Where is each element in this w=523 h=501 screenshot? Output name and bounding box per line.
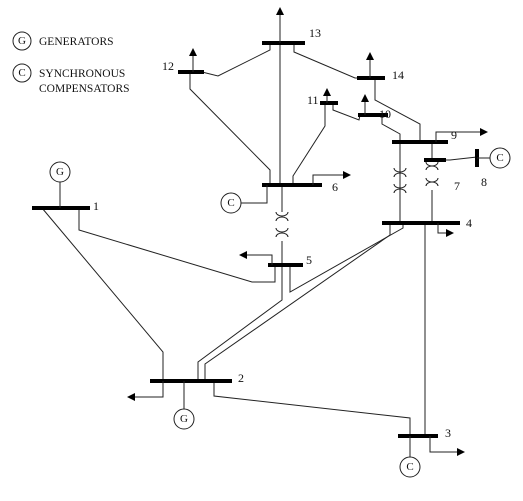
bus-label-6: 6 (332, 180, 338, 194)
line-6-12 (189, 72, 271, 185)
bus-labels: 1 2 3 4 5 6 7 8 9 10 11 12 13 14 (93, 26, 487, 440)
transformer-5-6 (275, 185, 289, 265)
load-arrow-4 (437, 223, 454, 237)
legend-generator-label: GENERATORS (39, 36, 114, 48)
transformers (275, 142, 439, 265)
bus-label-11: 11 (307, 93, 319, 107)
load-arrow-6 (312, 171, 351, 185)
line-13-14 (293, 43, 357, 79)
generator-bus-1 (49, 161, 71, 183)
bus-label-10: 10 (379, 107, 391, 121)
line-14-9 (374, 78, 421, 142)
bus-label-3: 3 (445, 426, 451, 440)
line-2-3 (213, 381, 411, 436)
bus-label-14: 14 (392, 68, 404, 82)
line-6-11 (292, 103, 326, 185)
generator-bus-2 (173, 408, 195, 430)
load-arrow-2 (127, 381, 164, 401)
transformer-4-7-9 (425, 142, 439, 223)
bus-label-12: 12 (162, 59, 174, 73)
legend-compensator-label-line2: COMPENSATORS (39, 83, 130, 95)
machines: G G C C C (49, 147, 511, 478)
line-10-9 (381, 115, 401, 142)
bus-bars (32, 41, 479, 438)
compensator-bus-3 (399, 456, 421, 478)
bus-label-8: 8 (481, 175, 487, 189)
legend-compensator-letter: C (18, 67, 25, 79)
line-11-10 (332, 103, 361, 121)
load-arrow-5 (239, 251, 273, 265)
legend-generator-symbol (12, 31, 32, 51)
load-arrow-9 (435, 128, 488, 142)
line-2-4 (204, 223, 391, 381)
load-arrow-3 (429, 436, 465, 456)
bus-label-5: 5 (306, 253, 312, 267)
generator-bus-1-letter: G (56, 166, 64, 178)
bus-label-4: 4 (466, 216, 472, 230)
generator-bus-2-letter: G (180, 413, 188, 425)
bus-label-9: 9 (451, 128, 457, 142)
compensator-bus-6 (220, 192, 242, 214)
legend: G GENERATORS C SYNCHRONOUS COMPENSATORS (12, 31, 130, 95)
line-12-13 (201, 43, 271, 77)
compensator-bus-8 (489, 147, 511, 169)
legend-generator-letter: G (18, 35, 26, 47)
transformer-4-9 (393, 167, 407, 194)
line-2-5 (197, 265, 283, 381)
bus-label-1: 1 (93, 199, 99, 213)
compensator-bus-3-letter: C (406, 461, 413, 473)
bus-label-2: 2 (238, 371, 244, 385)
line-1-2 (41, 207, 164, 381)
compensator-bus-6-letter: C (227, 197, 234, 209)
legend-compensator-label-line1: SYNCHRONOUS (39, 68, 125, 80)
transmission-lines (41, 43, 478, 436)
compensator-bus-8-letter: C (496, 152, 503, 164)
line-5-4 (289, 223, 404, 293)
legend-compensator-symbol (12, 63, 32, 83)
bus-label-13: 13 (309, 26, 321, 40)
bus-label-7: 7 (454, 179, 460, 193)
line-1-5 (78, 208, 276, 283)
load-arrows (127, 7, 488, 456)
